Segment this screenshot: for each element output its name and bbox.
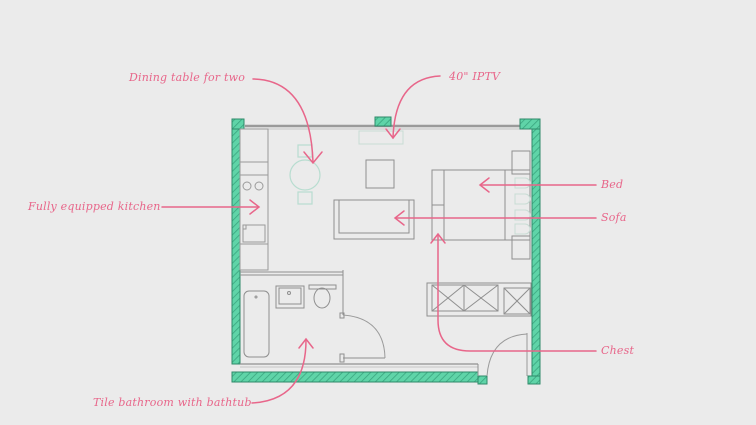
tv — [358, 130, 404, 145]
label-bathroom: Tile bathroom with bathtub — [93, 396, 252, 409]
sofa — [333, 199, 415, 240]
label-dining-table: Dining table for two — [129, 71, 246, 84]
chest — [426, 282, 532, 317]
kitchen — [239, 128, 269, 271]
coffee-table — [365, 159, 395, 189]
label-chest: Chest — [601, 344, 635, 357]
annotation-arrows — [161, 75, 597, 404]
label-sofa: Sofa — [601, 211, 627, 224]
walls — [231, 116, 541, 385]
bed — [431, 150, 531, 260]
entry-door — [486, 333, 528, 377]
label-tv: 40" IPTV — [449, 70, 501, 83]
label-kitchen: Fully equipped kitchen — [28, 200, 161, 213]
label-bed: Bed — [601, 178, 624, 191]
bathroom — [240, 270, 386, 363]
